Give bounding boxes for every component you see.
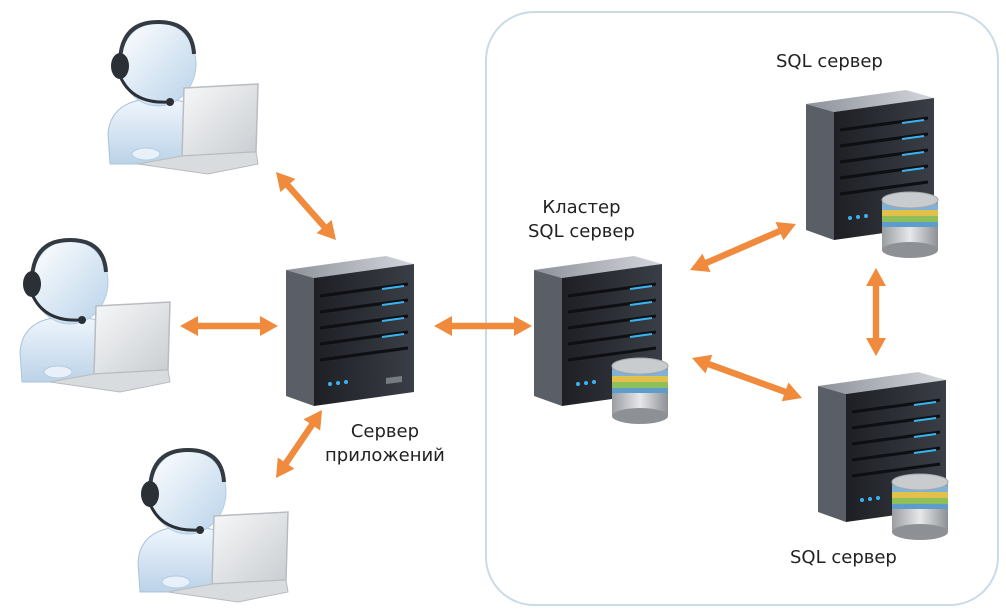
user-top xyxy=(106,20,260,176)
connection-arrows xyxy=(180,172,886,478)
arrow-cluster-sql-server-to-sql-server-bottom xyxy=(692,354,802,402)
arrow-user-middle-to-app-server xyxy=(180,316,278,336)
user-bottom xyxy=(136,448,290,604)
sql-server-top-label: SQL сервер xyxy=(776,51,883,72)
cluster-label: Кластер SQL сервер xyxy=(528,196,635,244)
app-server-icon xyxy=(284,254,416,408)
arrow-user-top-to-app-server xyxy=(276,172,336,240)
cluster-container xyxy=(485,11,999,606)
cluster-label-line2: SQL сервер xyxy=(528,221,635,242)
user-middle xyxy=(18,238,172,394)
arrow-sql-server-top-to-sql-server-bottom xyxy=(866,268,886,356)
sql-server-bottom-label: SQL сервер xyxy=(790,547,897,568)
arrow-user-bottom-to-app-server xyxy=(276,410,322,478)
arrow-cluster-sql-server-to-sql-server-top xyxy=(690,222,796,272)
sql-server-top-database-icon xyxy=(881,191,939,259)
arrow-app-server-to-cluster-sql-server xyxy=(434,316,532,336)
sql-server-bottom-database-icon xyxy=(891,473,949,541)
app-server-label: Сервер приложений xyxy=(325,420,445,468)
app-server-label-line2: приложений xyxy=(325,445,445,466)
cluster-database-icon xyxy=(611,357,669,425)
cluster-label-line1: Кластер xyxy=(542,197,621,218)
app-server-label-line1: Сервер xyxy=(350,421,420,442)
